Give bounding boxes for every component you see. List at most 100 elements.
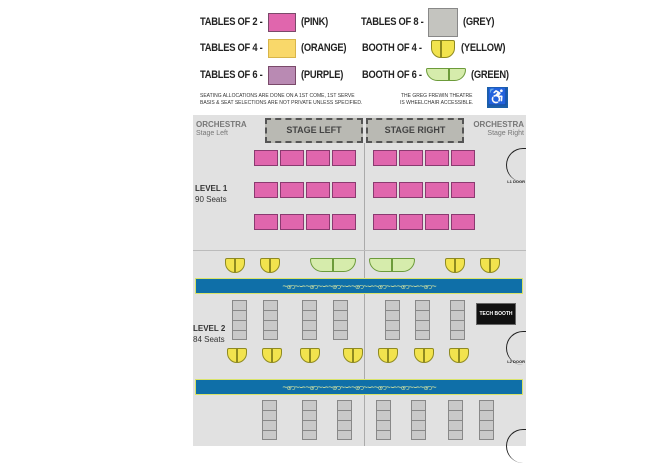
table-of-2[interactable] (306, 214, 330, 230)
legend-color-grey: (GREY) (463, 16, 495, 28)
table-of-2[interactable] (254, 150, 278, 166)
table-of-2[interactable] (399, 214, 423, 230)
level-divider (193, 250, 526, 251)
table-of-2[interactable] (280, 182, 304, 198)
table-of-8[interactable] (263, 300, 278, 340)
table-of-8[interactable] (262, 400, 277, 440)
stage-right: STAGE RIGHT (366, 118, 464, 143)
accessibility-note-line1: THE GREG FREWIN THEATRE (400, 93, 473, 99)
table-of-8[interactable] (385, 300, 400, 340)
table-of-2[interactable] (425, 214, 449, 230)
table-of-2[interactable] (399, 182, 423, 198)
orange-swatch (268, 39, 296, 58)
table-of-2[interactable] (254, 182, 278, 198)
door-3[interactable] (506, 429, 526, 463)
table-of-2[interactable] (425, 182, 449, 198)
legend-label-tables-2: TABLES OF 2 - (200, 16, 263, 28)
table-of-8[interactable] (232, 300, 247, 340)
seating-note-line1: SEATING ALLOCATIONS ARE DONE ON A 1ST CO… (200, 93, 355, 99)
booth-of-4[interactable] (445, 258, 465, 273)
decorative-band-2: ~ꩦ~∽~ꩦ~∽~ꩦ~∽~ꩦ~∽~ꩦ~∽~ꩦ~∽~ꩦ~ (195, 379, 523, 395)
booth-of-4[interactable] (414, 348, 434, 363)
booth-of-6[interactable] (310, 258, 356, 272)
booth-of-4[interactable] (300, 348, 320, 363)
level-1-label: LEVEL 1 90 Seats (195, 183, 227, 205)
table-of-8[interactable] (376, 400, 391, 440)
purple-swatch (268, 66, 296, 85)
green-booth-swatch (426, 68, 466, 81)
decorative-band-1: ~ꩦ~∽~ꩦ~∽~ꩦ~∽~ꩦ~∽~ꩦ~∽~ꩦ~∽~ꩦ~ (195, 278, 523, 294)
table-of-2[interactable] (280, 214, 304, 230)
level-1-door-label: L1 DOOR (507, 179, 525, 184)
grey-swatch (428, 8, 458, 37)
legend-label-tables-8: TABLES OF 8 - (361, 16, 424, 28)
level-2-seats: 84 Seats (193, 335, 225, 344)
wheelchair-icon: ♿ (487, 87, 508, 108)
legend-color-pink: (PINK) (301, 16, 329, 28)
table-of-8[interactable] (479, 400, 494, 440)
booth-of-4[interactable] (260, 258, 280, 273)
level-1-seats: 90 Seats (195, 195, 227, 204)
booth-of-4[interactable] (262, 348, 282, 363)
legend-label-tables-4: TABLES OF 4 - (200, 42, 263, 54)
yellow-booth-swatch (431, 40, 455, 58)
table-of-8[interactable] (337, 400, 352, 440)
table-of-8[interactable] (302, 300, 317, 340)
legend-color-purple: (PURPLE) (301, 69, 344, 81)
level-1-door[interactable] (506, 148, 526, 182)
table-of-8[interactable] (415, 300, 430, 340)
orchestra-left-label: ORCHESTRA (196, 120, 247, 129)
orchestra-left-sub: Stage Left (196, 130, 228, 137)
table-of-2[interactable] (451, 214, 475, 230)
table-of-2[interactable] (280, 150, 304, 166)
booth-of-4[interactable] (449, 348, 469, 363)
table-of-2[interactable] (451, 150, 475, 166)
table-of-2[interactable] (332, 214, 356, 230)
accessibility-note-line2: IS WHEELCHAIR ACCESSIBLE. (400, 100, 474, 106)
legend-label-booth-6: BOOTH OF 6 - (362, 69, 422, 81)
legend-label-booth-4: BOOTH OF 4 - (362, 42, 422, 54)
table-of-2[interactable] (425, 150, 449, 166)
booth-of-4[interactable] (480, 258, 500, 273)
seating-note: SEATING ALLOCATIONS ARE DONE ON A 1ST CO… (200, 93, 362, 107)
level-2-door-label: L2 DOOR (507, 359, 525, 364)
legend-color-green: (GREEN) (471, 69, 509, 81)
booth-of-4[interactable] (378, 348, 398, 363)
booth-of-4[interactable] (227, 348, 247, 363)
stage-left: STAGE LEFT (265, 118, 363, 143)
table-of-2[interactable] (399, 150, 423, 166)
table-of-2[interactable] (373, 182, 397, 198)
seating-note-line2: BASIS & SEAT SELECTIONS ARE NOT PRIVATE … (200, 100, 363, 106)
table-of-8[interactable] (448, 400, 463, 440)
table-of-2[interactable] (451, 182, 475, 198)
tech-booth: TECH BOOTH (476, 303, 516, 325)
legend-label-tables-6: TABLES OF 6 - (200, 69, 263, 81)
table-of-2[interactable] (373, 214, 397, 230)
booth-of-4[interactable] (343, 348, 363, 363)
legend-color-yellow: (YELLOW) (461, 42, 506, 54)
table-of-8[interactable] (333, 300, 348, 340)
orchestra-right-label: ORCHESTRA (473, 120, 524, 129)
legend-color-orange: (ORANGE) (301, 42, 347, 54)
booth-of-4[interactable] (225, 258, 245, 273)
center-divider (364, 143, 365, 446)
table-of-2[interactable] (332, 150, 356, 166)
pink-swatch (268, 13, 296, 32)
table-of-8[interactable] (450, 300, 465, 340)
table-of-8[interactable] (411, 400, 426, 440)
level-1-title: LEVEL 1 (195, 184, 228, 193)
table-of-2[interactable] (306, 182, 330, 198)
table-of-8[interactable] (302, 400, 317, 440)
table-of-2[interactable] (306, 150, 330, 166)
orchestra-right-sub: Stage Right (487, 130, 524, 137)
table-of-2[interactable] (332, 182, 356, 198)
level-2-door[interactable] (506, 331, 526, 365)
level-2-title: LEVEL 2 (193, 324, 226, 333)
booth-of-6[interactable] (369, 258, 415, 272)
table-of-2[interactable] (254, 214, 278, 230)
table-of-2[interactable] (373, 150, 397, 166)
